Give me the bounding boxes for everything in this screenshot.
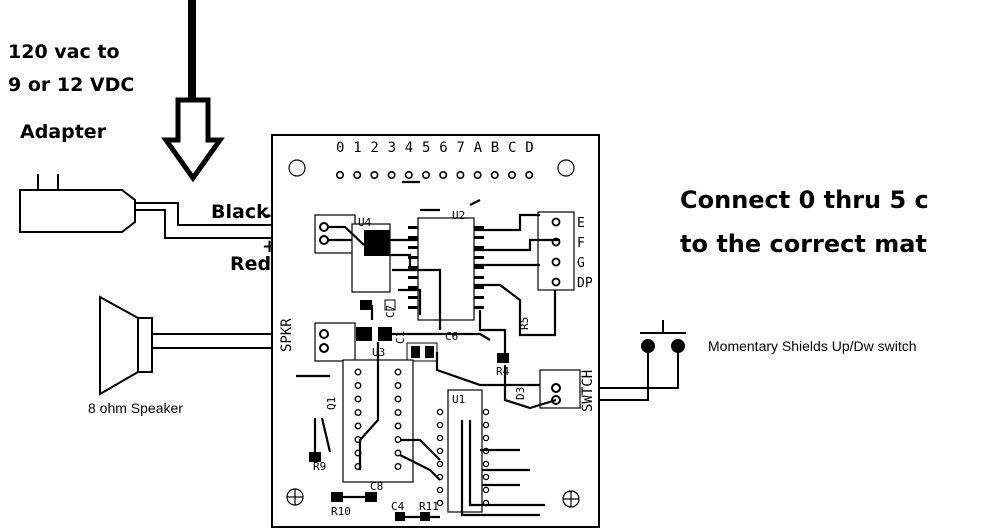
header-pin-holes [335, 171, 534, 180]
header-pin-hole [456, 171, 465, 180]
connect-note-line1: Connect 0 thru 5 c [680, 186, 929, 214]
header-pin-hole [335, 171, 344, 180]
segment-pin-hole [551, 277, 561, 287]
segment-pin-label: DP [577, 276, 593, 291]
r9-resistor [309, 452, 321, 462]
u1-ref: U1 [452, 393, 465, 406]
swtch-ref: SWTCH [580, 370, 596, 412]
speaker-label: 8 ohm Speaker [88, 400, 183, 416]
header-pin-label: 1 [353, 140, 361, 156]
u4-regulator [351, 223, 391, 293]
header-pin-hole [353, 171, 362, 180]
header-pin-hole [370, 171, 379, 180]
power-connector [314, 214, 356, 254]
adapter-label-line3: Adapter [20, 121, 107, 143]
wire-red-label: Red [230, 253, 271, 275]
c4-ref: C4 [391, 500, 405, 513]
u4-ref: U4 [358, 216, 372, 229]
header-pin-label: 6 [439, 140, 447, 156]
c1-capacitor [356, 327, 392, 341]
header-pin-label: B [491, 140, 499, 156]
c6-ref: C6 [445, 330, 458, 343]
header-pin-label: 4 [405, 140, 413, 156]
c7-capacitor [360, 299, 396, 311]
switch-connector [539, 369, 581, 409]
adapter-label-line2: 9 or 12 VDC [8, 74, 134, 96]
r4-ref: R4 [496, 365, 510, 378]
r11-ref: R11 [419, 500, 439, 513]
r9-ref: R9 [313, 460, 326, 473]
header-pin-hole [439, 171, 448, 180]
spkr-ref: SPKR [279, 318, 295, 352]
header-pin-hole [507, 171, 516, 180]
header-pin-label: A [474, 140, 483, 156]
header-pin-label: 5 [422, 140, 430, 156]
down-arrow-icon [161, 0, 225, 183]
mount-hole-icon [562, 490, 580, 508]
wall-adapter-icon [19, 174, 322, 239]
wire-black-label: Black [211, 201, 269, 223]
c6-capacitor [406, 342, 438, 362]
header-pin-label: 0 [336, 140, 344, 156]
segment-pins: EFG DP [551, 216, 593, 291]
speaker-connector [314, 322, 356, 362]
adapter-label-line1: 120 vac to [8, 41, 120, 63]
header-pin-label: 3 [388, 140, 396, 156]
connect-note-line2: to the correct mat [680, 230, 927, 258]
polarity-minus: - [264, 205, 271, 226]
segment-pin-label: G [577, 256, 585, 271]
header-pin-label: 2 [370, 140, 378, 156]
pcb-traces [296, 180, 560, 519]
r10-ref: R10 [331, 505, 351, 518]
header-pin-hole [421, 171, 430, 180]
u2-ref: U2 [452, 209, 465, 222]
header-pin-hole [490, 171, 499, 180]
segment-pin-label: F [577, 236, 585, 251]
header-pin-label: D [525, 140, 533, 156]
mount-hole-icon [288, 159, 306, 177]
header-pin-hole [404, 171, 413, 180]
r5-ref: R5 [518, 317, 531, 330]
segment-pin-hole [551, 217, 561, 227]
header-pin-hole [387, 171, 396, 180]
header-pin-label: C [508, 140, 516, 156]
c7-ref: C7 [384, 305, 397, 318]
header-pin-hole [525, 171, 534, 180]
header-pin-hole [473, 171, 482, 180]
c1-ref: C1 [394, 331, 407, 344]
r4-resistor [497, 353, 509, 363]
c8-ref: C8 [370, 480, 383, 493]
d3-ref: D3 [514, 387, 527, 400]
mount-hole-icon [286, 488, 304, 506]
segment-pin-label: E [577, 216, 585, 231]
switch-label: Momentary Shields Up/Dw switch [708, 338, 917, 354]
q1-ref: Q1 [325, 397, 338, 410]
u2-chip [408, 217, 484, 321]
mount-hole-icon [557, 159, 575, 177]
header-pin-label: 7 [456, 140, 464, 156]
segment-pin-hole [551, 257, 561, 267]
